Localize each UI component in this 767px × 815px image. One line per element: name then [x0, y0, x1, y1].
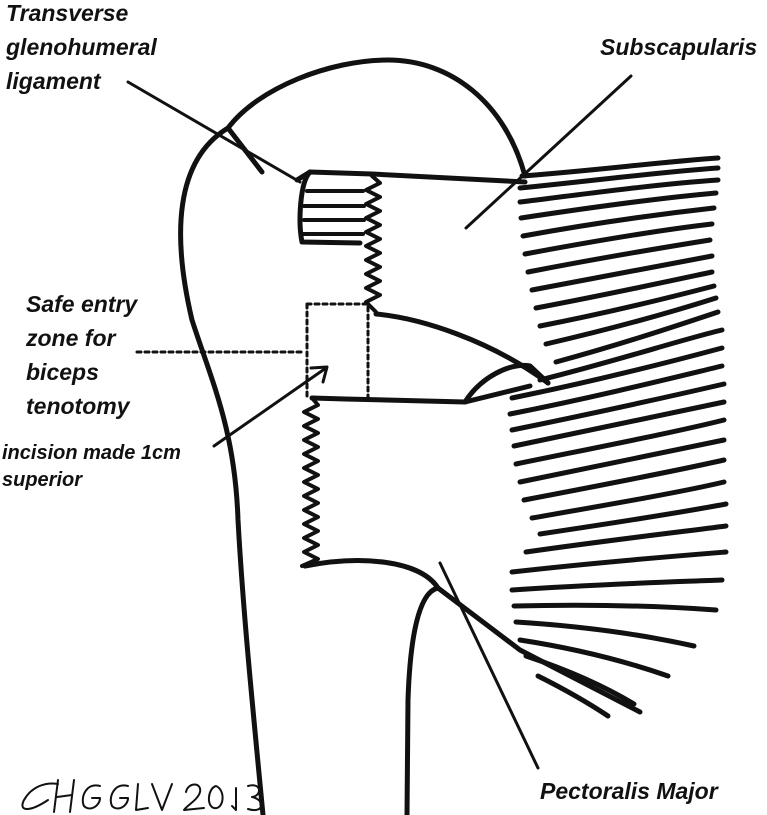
label-line: Subscapularis	[600, 30, 757, 64]
label-transverse-ligament: Transverse glenohumeral ligament	[6, 0, 157, 98]
label-line: Transverse	[6, 0, 157, 30]
label-line: Safe entry	[26, 287, 137, 321]
label-line: biceps	[26, 355, 137, 389]
lower-zigzag	[302, 398, 318, 566]
label-line: tenotomy	[26, 389, 137, 423]
incision-arrow-shaft	[214, 368, 326, 446]
label-line: glenohumeral	[6, 30, 157, 64]
label-line: superior	[2, 467, 181, 494]
subscapularis-fibres	[520, 158, 718, 362]
label-line: incision made 1cm	[2, 440, 181, 467]
safe-entry-zone-box	[307, 304, 368, 398]
ligament-top-edge	[297, 172, 525, 182]
upper-zigzag	[366, 176, 380, 312]
signature-glyphs	[22, 780, 261, 812]
label-line: zone for	[26, 321, 137, 355]
ligament-fibres	[303, 191, 364, 234]
pectoralis-leader	[440, 563, 538, 768]
pectoralis-fibres	[510, 330, 726, 716]
label-incision: incision made 1cm superior	[2, 440, 181, 494]
label-pectoralis-major: Pectoralis Major	[540, 774, 718, 808]
label-line: ligament	[6, 64, 157, 98]
label-line: Pectoralis Major	[540, 774, 718, 808]
label-subscapularis: Subscapularis	[600, 30, 757, 64]
tendon-lower-edge	[312, 386, 530, 402]
humerus-shaft-medial	[407, 588, 438, 815]
tendon-upper-edge	[376, 314, 548, 383]
label-safe-entry-zone: Safe entry zone for biceps tenotomy	[26, 287, 137, 423]
